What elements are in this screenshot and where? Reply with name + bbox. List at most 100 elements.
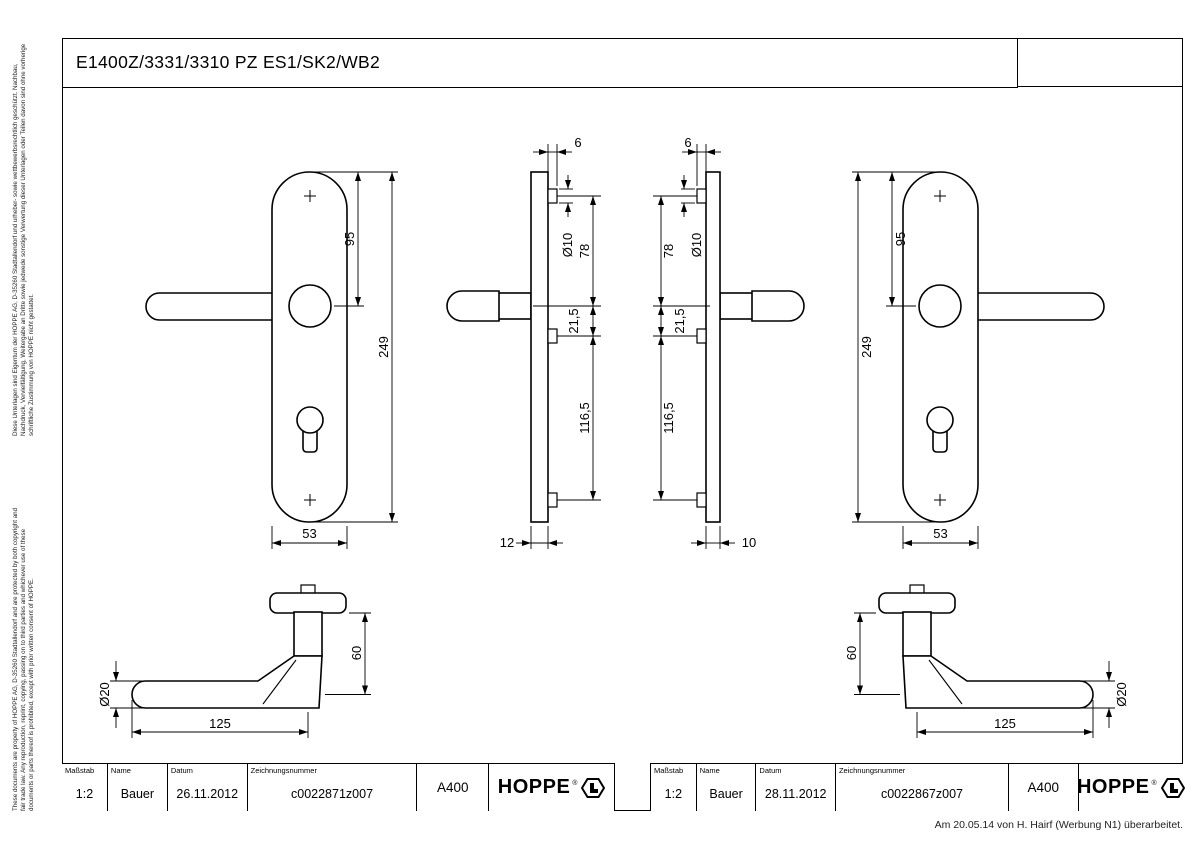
side-profile-right: 6 Ø10 78 21,5 116,5 10 [653, 135, 805, 550]
pz-cylinder-hole [926, 406, 954, 434]
dimension-lines-profile-right [653, 144, 735, 549]
title-block-left: Maßstab 1:2 Name Bauer Datum 26.11.2012 … [62, 763, 615, 811]
hoppe-logo: HOPPE® [498, 776, 606, 800]
dim-label-d10-left: Ø10 [560, 233, 575, 258]
dim-label-53-right: 53 [933, 526, 947, 541]
hoppe-logo: HOPPE® [1077, 776, 1185, 800]
dim-label-21-5-left: 21,5 [566, 308, 581, 333]
backplate-outline [902, 171, 979, 523]
dimension-lines-profile-left [516, 144, 601, 549]
drawing-number-value: c0022867z007 [880, 787, 963, 801]
title-bar-divider [1018, 86, 1183, 88]
title-block-right: Maßstab 1:2 Name Bauer Datum 28.11.2012 … [650, 763, 1185, 811]
hoppe-wordmark: HOPPE [1076, 776, 1150, 798]
drawing-title: E1400Z/3331/3310 PZ ES1/SK2/WB2 [76, 52, 381, 72]
code-value: A400 [437, 780, 469, 795]
dim-label-d10-right: Ø10 [689, 233, 704, 258]
fixing-screw [696, 188, 707, 204]
screw-center-marks [304, 190, 316, 506]
scale-value: 1:2 [664, 787, 683, 801]
name-label: Name [110, 766, 131, 775]
lever-handle [145, 292, 311, 321]
bend-line [928, 659, 963, 705]
name-value: Bauer [709, 787, 743, 801]
drawing-number-label: Zeichnungsnummer [838, 766, 906, 775]
hoppe-wordmark: HOPPE [497, 776, 571, 798]
dimension-lines-handle-left [110, 612, 371, 738]
hoppe-hexagon-icon [1160, 777, 1185, 798]
backplate-profile [530, 171, 549, 523]
scale-cell: Maßstab 1:2 [62, 764, 108, 811]
scale-label: Maßstab [654, 766, 684, 775]
drawing-number-value: c0022871z007 [291, 787, 374, 801]
scale-cell: Maßstab 1:2 [651, 764, 697, 811]
sheet-frame [62, 38, 1183, 811]
dim-label-d20-right: Ø20 [1114, 682, 1129, 707]
revision-note: Am 20.05.14 von H. Hairf (Werbung N1) üb… [934, 819, 1183, 831]
date-cell: Datum 28.11.2012 [756, 764, 836, 811]
fixing-screw [547, 188, 558, 204]
registered-mark: ® [1151, 779, 1157, 787]
fixing-screw [547, 492, 558, 508]
pz-cylinder-hole [296, 406, 324, 434]
code-cell: A400 [1009, 764, 1079, 811]
date-cell: Datum 26.11.2012 [168, 764, 248, 811]
date-label: Datum [170, 766, 193, 775]
title-bar: E1400Z/3331/3310 PZ ES1/SK2/WB2 [62, 38, 1018, 88]
handle-side-view-right: 60 125 Ø20 [844, 584, 1129, 738]
hoppe-hexagon-icon [581, 777, 606, 798]
code-value: A400 [1027, 780, 1060, 795]
name-cell: Name Bauer [697, 764, 757, 811]
screw-center-marks [934, 190, 946, 506]
fixing-screw [547, 328, 558, 344]
dim-label-116-5-right: 116,5 [661, 402, 676, 434]
backplate-outline [271, 171, 348, 523]
handle-side-view-left: Ø20 125 60 [97, 584, 371, 738]
handle-grip [131, 655, 323, 709]
code-cell: A400 [417, 764, 490, 811]
name-cell: Name Bauer [108, 764, 168, 811]
handle-rosette [918, 284, 962, 328]
date-value: 28.11.2012 [764, 787, 827, 801]
front-view-left: 95 249 53 [145, 171, 398, 549]
drawing-number-label: Zeichnungsnummer [250, 766, 317, 775]
dim-label-95-left: 95 [342, 232, 357, 246]
dim-label-78-right: 78 [661, 244, 676, 258]
brand-cell: HOPPE® [1077, 764, 1185, 811]
handle-neck [902, 611, 932, 657]
registered-mark: ® [572, 779, 578, 787]
fixing-screw [696, 328, 707, 344]
date-value: 26.11.2012 [176, 787, 239, 801]
dim-label-12: 12 [500, 535, 514, 550]
name-label: Name [699, 766, 720, 775]
neck-profile [494, 292, 532, 320]
dim-label-78-left: 78 [577, 244, 592, 258]
dim-label-95-right: 95 [893, 232, 908, 246]
brand-cell: HOPPE® [489, 764, 614, 811]
bend-line [262, 659, 297, 705]
dim-label-125-right: 125 [994, 716, 1016, 731]
dim-label-53-left: 53 [302, 526, 316, 541]
dim-label-116-5-left: 116,5 [577, 402, 592, 434]
scale-label: Maßstab [65, 766, 95, 775]
dim-label-6-left: 6 [574, 135, 581, 150]
dim-label-249-left: 249 [376, 336, 391, 358]
side-profile-left: 6 Ø10 78 21,5 116,5 12 [446, 135, 601, 550]
dim-label-125-left: 125 [209, 716, 231, 731]
rose-cap [878, 592, 956, 614]
dim-label-60-right: 60 [844, 646, 859, 660]
handle-grip [902, 655, 1094, 709]
drawing-number-cell: Zeichnungsnummer c0022871z007 [248, 764, 418, 811]
lever-handle [939, 292, 1105, 321]
dim-label-6-right: 6 [684, 135, 691, 150]
backplate-profile [705, 171, 721, 523]
rose-cap [269, 592, 347, 614]
dim-label-249-right: 249 [859, 336, 874, 358]
scale-value: 1:2 [75, 787, 94, 801]
dim-label-21-5-right: 21,5 [672, 308, 687, 333]
dim-label-10: 10 [742, 535, 756, 550]
name-value: Bauer [120, 787, 155, 801]
neck-profile [719, 292, 757, 320]
